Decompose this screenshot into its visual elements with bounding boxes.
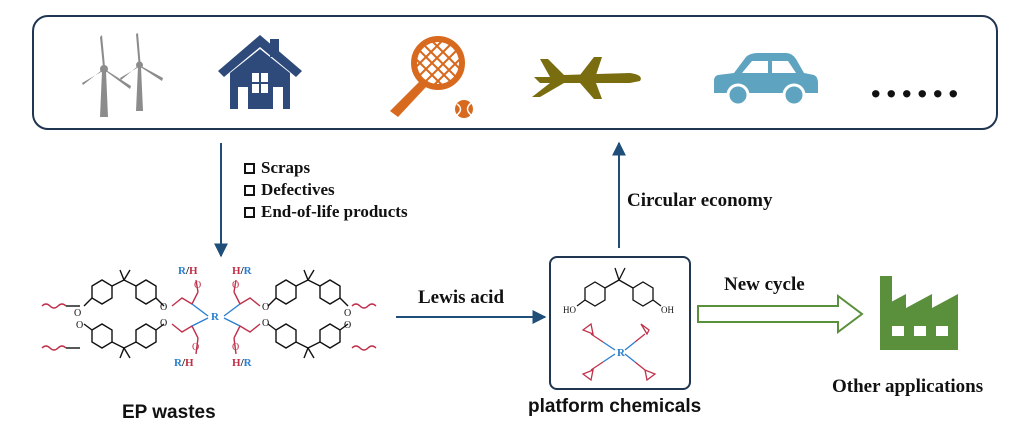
factory-icon bbox=[880, 276, 958, 350]
wind-turbine-icon bbox=[82, 33, 163, 117]
svg-text:R/H: R/H bbox=[178, 265, 198, 277]
ep-waste-structure: O O O O O O O O O O O O R R/H H/R R/H H/… bbox=[41, 265, 377, 369]
circular-economy-label: Circular economy bbox=[627, 190, 773, 211]
platform-chemicals-box: HO OH R bbox=[549, 256, 691, 390]
svg-text:H/R: H/R bbox=[232, 357, 253, 369]
oxygen-label: O bbox=[262, 318, 269, 329]
new-cycle-label: New cycle bbox=[724, 274, 805, 295]
svg-text:H/R: H/R bbox=[232, 265, 253, 277]
other-applications-label: Other applications bbox=[832, 376, 984, 397]
applications-panel: ...... bbox=[32, 15, 998, 130]
center-atom-label: R bbox=[211, 311, 220, 323]
center-atom-label: R bbox=[617, 347, 626, 359]
lewis-acid-label: Lewis acid bbox=[418, 287, 505, 308]
oxygen-label: O bbox=[74, 308, 81, 319]
oxygen-label: O bbox=[160, 318, 167, 329]
hydroxyl-label: OH bbox=[661, 305, 674, 315]
list-item: Defectives bbox=[244, 179, 408, 201]
waste-sources-list: Scraps Defectives End-of-life products bbox=[244, 157, 408, 223]
platform-chemicals-structure: HO OH R bbox=[563, 267, 674, 382]
oxygen-label: O bbox=[160, 302, 167, 313]
oxygen-label: O bbox=[192, 342, 199, 353]
oxygen-label: O bbox=[232, 280, 239, 291]
checkbox-icon bbox=[244, 163, 255, 174]
oxygen-label: O bbox=[194, 280, 201, 291]
airplane-icon bbox=[532, 57, 641, 99]
list-item: Scraps bbox=[244, 157, 408, 179]
oxygen-label: O bbox=[76, 320, 83, 331]
more-applications-ellipsis: ...... bbox=[870, 56, 963, 107]
checkbox-icon bbox=[244, 185, 255, 196]
platform-chemicals-label: platform chemicals bbox=[528, 396, 702, 417]
oxygen-label: O bbox=[232, 342, 239, 353]
ep-wastes-label: EP wastes bbox=[122, 402, 216, 423]
tennis-racket-icon bbox=[390, 36, 473, 118]
oxygen-label: O bbox=[344, 308, 351, 319]
hydroxyl-label: HO bbox=[563, 305, 576, 315]
checkbox-icon bbox=[244, 207, 255, 218]
list-item: End-of-life products bbox=[244, 201, 408, 223]
house-icon bbox=[218, 35, 302, 109]
new-cycle-arrow bbox=[697, 294, 864, 334]
svg-text:R/H: R/H bbox=[174, 357, 194, 369]
car-icon bbox=[714, 53, 818, 107]
oxygen-label: O bbox=[262, 302, 269, 313]
oxygen-label: O bbox=[344, 320, 351, 331]
